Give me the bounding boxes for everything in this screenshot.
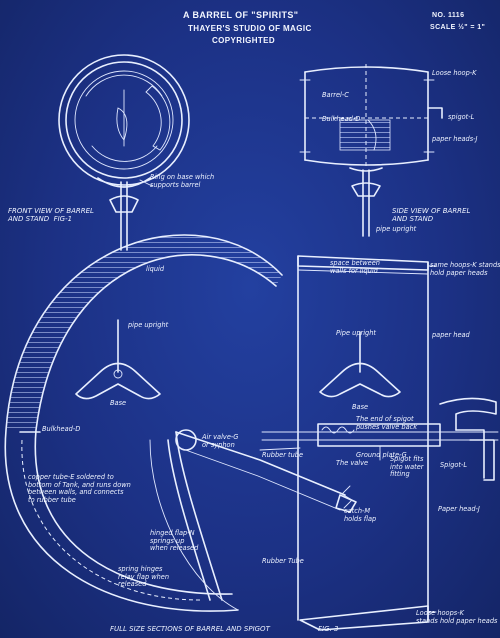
label-base-left: Base [110, 399, 127, 407]
label-air-valve: Air valve-G or syphon [202, 433, 239, 449]
sheet-title: A BARREL OF "SPIRITS" [183, 10, 299, 20]
front-view-figure [58, 54, 190, 251]
copyright-text: COPYRIGHTED [212, 36, 276, 45]
drawing-scale: SCALE ½" = 1" [430, 24, 486, 31]
label-catch-m: catch-M holds flap [344, 507, 377, 523]
label-pipe-upright-right: Pipe upright [336, 329, 377, 337]
full-size-caption: FULL SIZE SECTIONS OF BARREL AND SPIGOT [110, 625, 270, 633]
label-spring-hinges: spring hinges relay flap when released [118, 565, 170, 588]
label-space-between: space between walls for liquid [330, 259, 380, 275]
label-hinged-flap: hinged flap-N springs up when released [150, 529, 199, 552]
side-view-figure [299, 64, 443, 237]
label-liquid: liquid [146, 265, 165, 273]
label-bulkhead-d: Bulkhead-D [322, 115, 361, 123]
sheet-subtitle: THAYER'S STUDIO OF MAGIC [188, 24, 312, 33]
label-rubber-tube-2: Rubber Tube [262, 557, 304, 565]
fig3-caption: FIG. 3 [318, 625, 339, 633]
full-size-section-figure [4, 234, 357, 612]
label-copper-tube: copper tube-E soldered to bottom of Tank… [28, 473, 131, 504]
label-rubber-tube: Rubber tube [262, 451, 304, 459]
label-end-of-spigot: The end of spigot pushes valve back [356, 415, 418, 431]
right-barrel-section [259, 255, 499, 631]
label-same-hoops: same hoops-K stands hold paper heads [430, 261, 500, 277]
label-loose-hoop: Loose hoop-K [432, 69, 477, 77]
label-paper-heads: paper heads-J [432, 135, 478, 143]
label-spigot: spigot-L [448, 113, 475, 121]
label-pipe-upright-side: pipe upright [376, 225, 417, 233]
label-ring-on-base: Ring on base which supports barrel [150, 173, 215, 189]
side-view-caption: SIDE VIEW OF BARREL AND STAND [392, 207, 471, 223]
front-view-caption: FRONT VIEW OF BARREL AND STAND FIG-1 [8, 207, 94, 223]
label-loose-hoops-bottom: Loose hoops-K stands hold paper heads [416, 609, 498, 625]
label-spigot-l: Spigot-L [440, 461, 468, 469]
label-pipe-upright-left: pipe upright [128, 321, 169, 329]
label-inner-valve: The valve [336, 459, 369, 467]
drawing-number: NO. 1116 [432, 12, 465, 19]
label-paper-head-j: Paper head-J [438, 505, 480, 513]
label-paper-head: paper head [432, 331, 470, 339]
label-spigot-fits: Spigot fits into water fitting [390, 455, 424, 478]
label-ground-plate: Ground plate-G [356, 451, 407, 459]
label-barrel-c: Barrel-C [322, 91, 349, 99]
label-base-right: Base [352, 403, 369, 411]
label-bulkhead-large: Bulkhead-D [42, 425, 81, 433]
